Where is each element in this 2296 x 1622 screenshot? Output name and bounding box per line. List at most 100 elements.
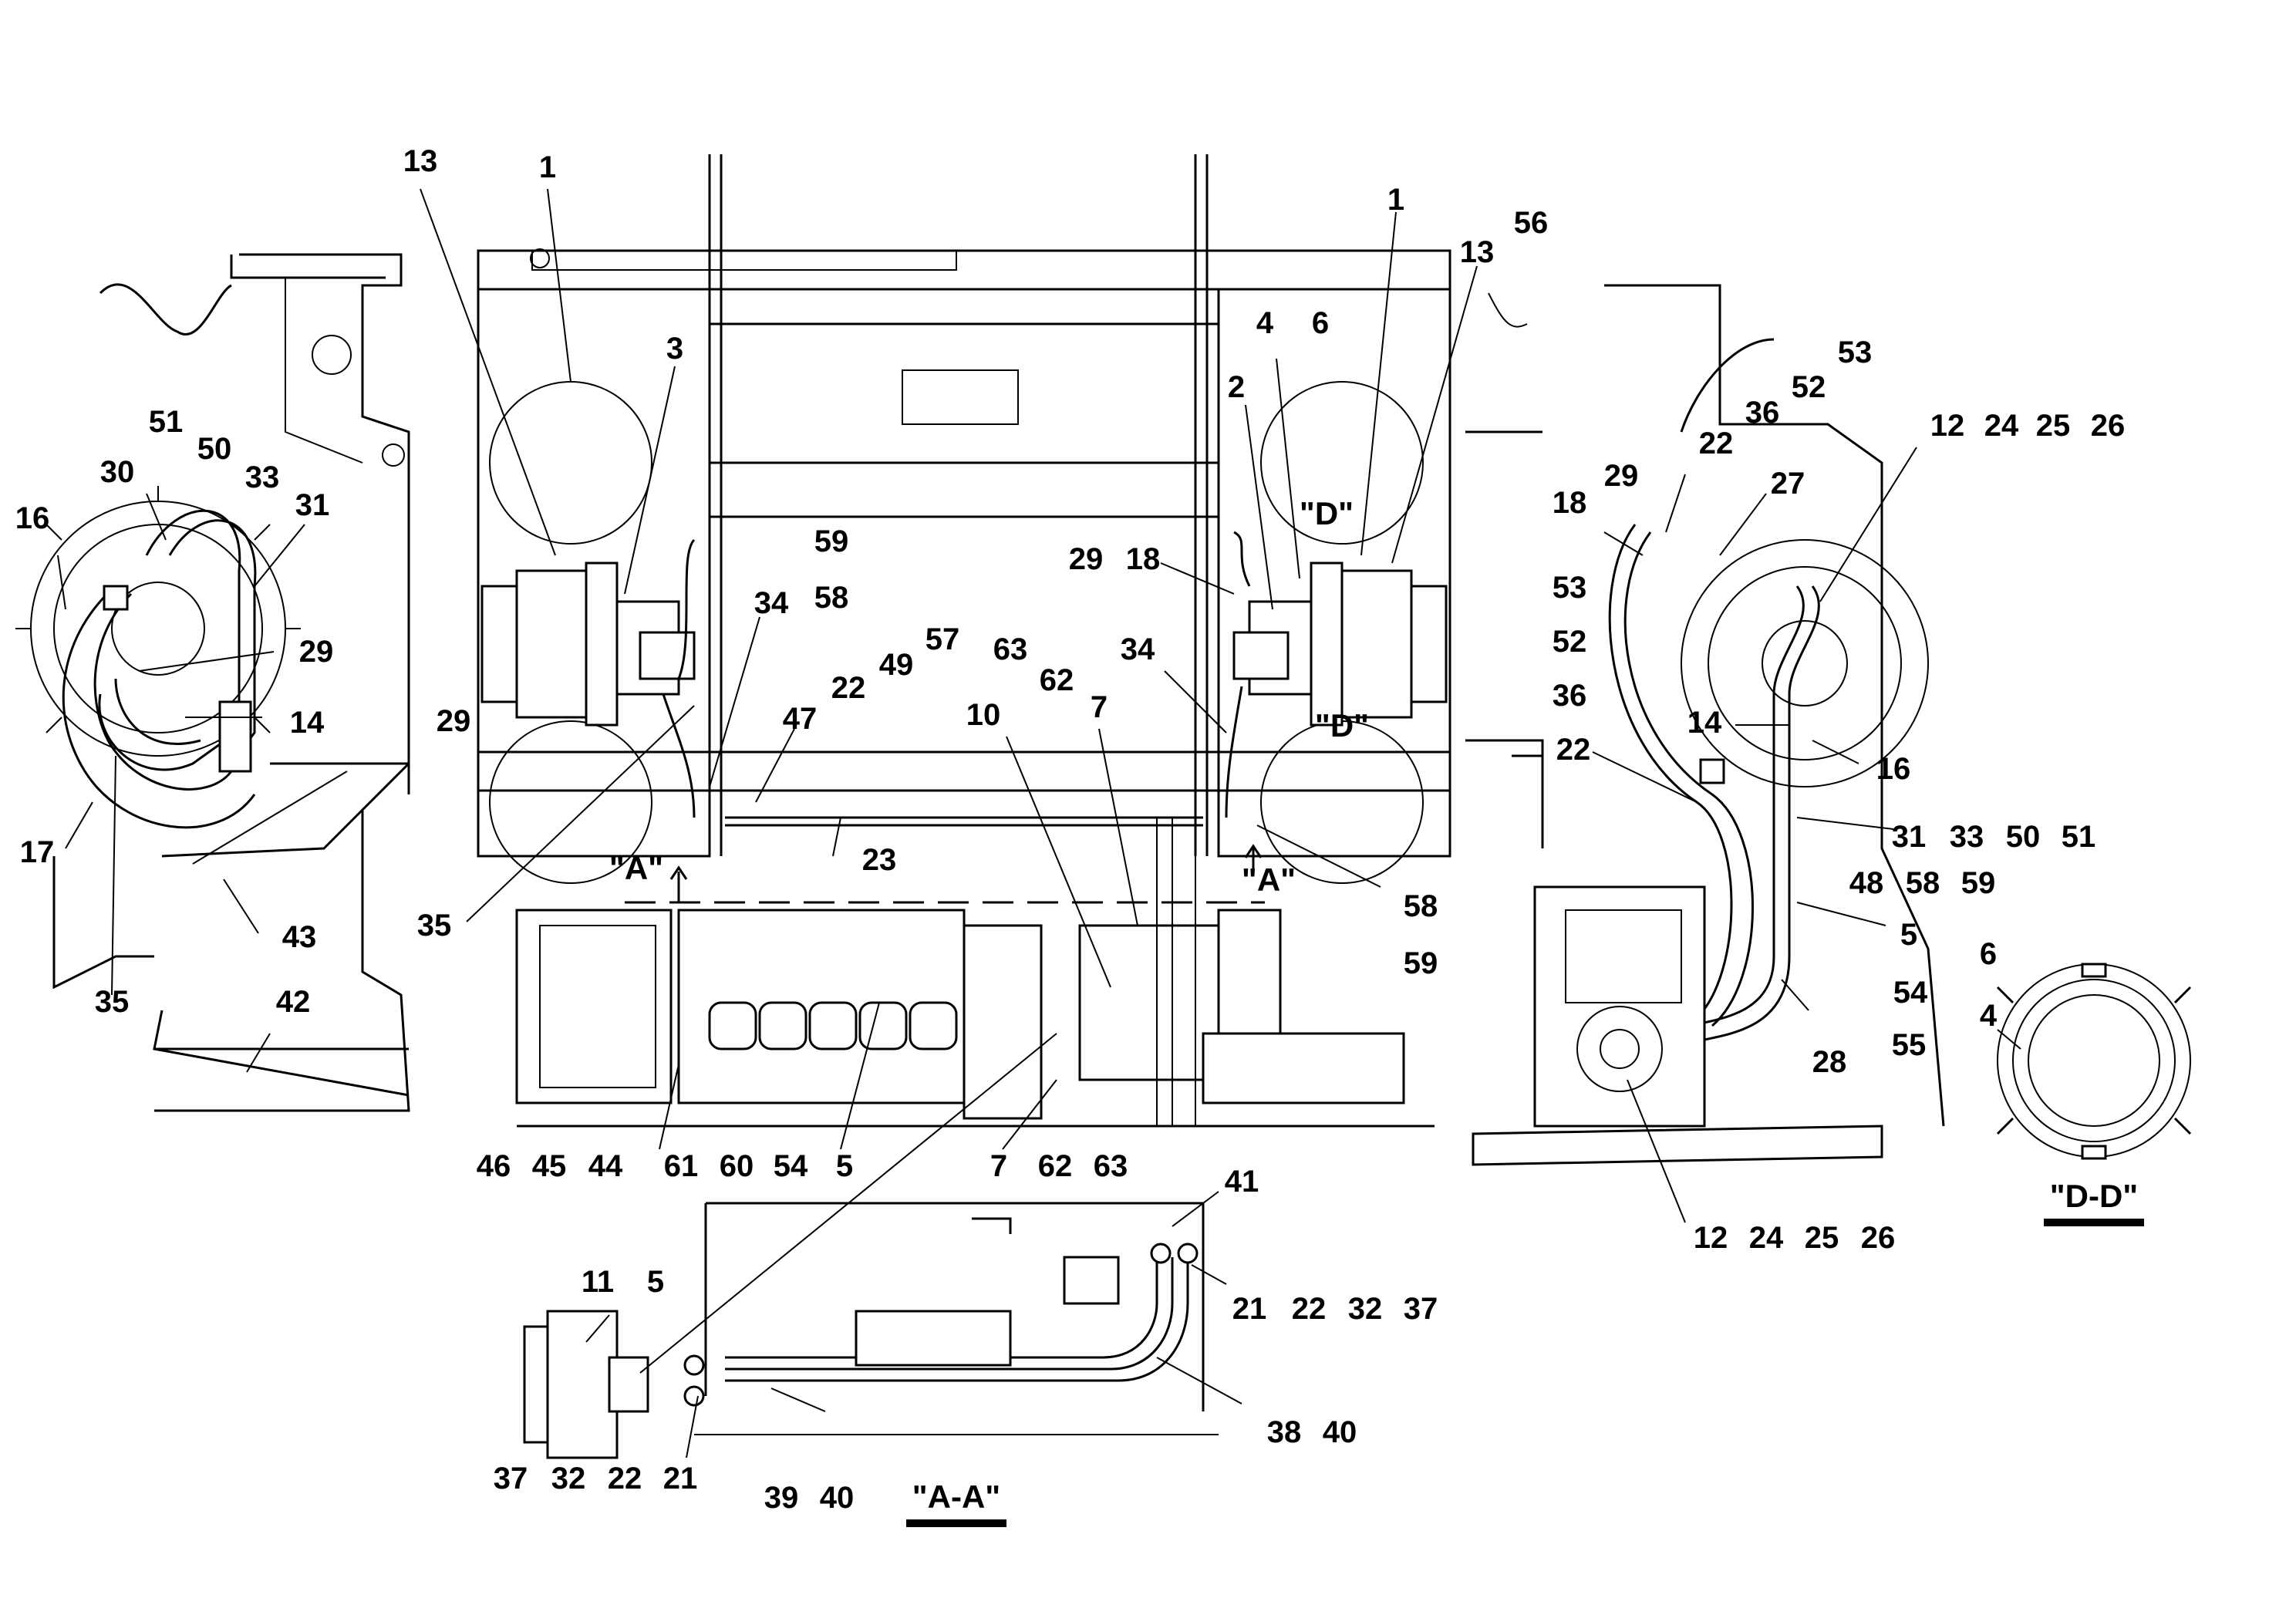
right-pump — [1533, 885, 1706, 1128]
callout: 59 — [1961, 866, 1996, 900]
callout: 54 — [1893, 976, 1928, 1010]
callout: 47 — [783, 702, 818, 736]
callout: 40 — [1323, 1415, 1357, 1449]
callout: 7 — [1091, 690, 1108, 724]
callout: 34 — [754, 586, 789, 620]
callout: 5 — [1900, 918, 1917, 952]
detail-11 — [523, 1310, 649, 1459]
callout: 31 — [1892, 820, 1927, 854]
engine — [515, 818, 1435, 1128]
callout: 61 — [664, 1149, 699, 1183]
callout: 59 — [1404, 946, 1438, 980]
callout: 29 — [1069, 542, 1104, 576]
callout: 37 — [494, 1462, 528, 1496]
section-d-d-underline — [2044, 1219, 2144, 1226]
right-wheel-motor — [1232, 561, 1448, 727]
callout: 56 — [1514, 206, 1549, 240]
callout: 21 — [1232, 1292, 1267, 1326]
callout: 3 — [666, 332, 683, 366]
leader-lines — [57, 188, 2021, 1458]
callout: 12 — [1930, 409, 1965, 443]
callout: 18 — [1126, 542, 1161, 576]
center-front-view — [477, 154, 1451, 1128]
callout: 30 — [100, 455, 135, 489]
callout: 33 — [1950, 820, 1984, 854]
section-labels: "A-A" "D-D" "A" "A" "D" "D" — [609, 495, 2144, 1527]
callout: 22 — [1556, 733, 1591, 767]
callout: 49 — [879, 648, 914, 682]
callout: 5 — [836, 1149, 853, 1183]
callout: 43 — [282, 920, 317, 954]
callout: 29 — [299, 635, 334, 669]
callout: 53 — [1838, 336, 1873, 369]
callout: 48 — [1849, 866, 1884, 900]
callout: 55 — [1892, 1028, 1927, 1062]
callout: 58 — [1906, 866, 1940, 900]
callout: 62 — [1038, 1149, 1073, 1183]
callout: 27 — [1771, 467, 1805, 501]
callout: 63 — [1094, 1149, 1128, 1183]
left-hub — [15, 486, 301, 757]
right-side-view — [1465, 284, 1945, 1166]
callout: 44 — [588, 1149, 623, 1183]
callout: 1 — [1387, 183, 1404, 217]
view-mark-a-left: "A" — [609, 850, 663, 886]
callout: 33 — [245, 460, 280, 494]
callout: 11 — [582, 1265, 614, 1299]
callout: 21 — [663, 1462, 698, 1496]
callout: 31 — [295, 488, 330, 522]
callout: 17 — [20, 835, 55, 869]
callout: 28 — [1812, 1045, 1847, 1079]
callout: 4 — [1256, 306, 1274, 340]
callout: 14 — [290, 706, 325, 740]
view-mark-d-bottom: "D" — [1315, 707, 1369, 744]
callout: 7 — [990, 1149, 1007, 1183]
callout: 35 — [417, 909, 452, 943]
left-side-view — [15, 253, 410, 1112]
callout: 45 — [532, 1149, 567, 1183]
callout: 36 — [1553, 679, 1587, 713]
callout: 54 — [774, 1149, 808, 1183]
callout: 52 — [1553, 625, 1587, 659]
callout: 13 — [1460, 235, 1495, 269]
callout: 51 — [149, 405, 184, 439]
callout: 59 — [814, 524, 849, 558]
section-a-a-underline — [906, 1519, 1006, 1527]
callout: 60 — [720, 1149, 754, 1183]
callout: 58 — [814, 581, 849, 615]
section-d-d — [1996, 963, 2192, 1160]
callout: 16 — [15, 501, 50, 535]
callout: 36 — [1745, 396, 1780, 430]
section-a-a — [523, 1033, 1219, 1459]
callout: 16 — [1876, 752, 1911, 786]
callout: 37 — [1404, 1292, 1438, 1326]
callout: 50 — [2006, 820, 2041, 854]
callout: 10 — [966, 698, 1001, 732]
callout: 29 — [1604, 459, 1639, 493]
callout: 41 — [1225, 1165, 1259, 1199]
section-a-a-title: "A-A" — [912, 1479, 1000, 1515]
callout: 42 — [276, 985, 311, 1019]
callout: 40 — [820, 1481, 855, 1515]
callout: 39 — [764, 1481, 799, 1515]
callout: 22 — [1292, 1292, 1327, 1326]
section-d-d-title: "D-D" — [2050, 1178, 2138, 1214]
callout: 34 — [1121, 632, 1155, 666]
callout: 46 — [477, 1149, 511, 1183]
callout: 26 — [1861, 1221, 1896, 1255]
callout: 32 — [551, 1462, 586, 1496]
callout: 63 — [993, 632, 1028, 666]
callout: 26 — [2091, 409, 2126, 443]
view-mark-d-top: "D" — [1300, 495, 1354, 531]
callout: 29 — [437, 704, 471, 738]
callout: 22 — [831, 671, 866, 705]
callout: 22 — [608, 1462, 642, 1496]
callout: 25 — [1805, 1221, 1839, 1255]
callout: 53 — [1553, 571, 1587, 605]
callout: 58 — [1404, 889, 1438, 923]
callout: 12 — [1694, 1221, 1728, 1255]
callout: 5 — [647, 1265, 664, 1299]
callout: 24 — [1749, 1221, 1784, 1255]
callout: 18 — [1553, 486, 1587, 520]
callout: 35 — [95, 985, 130, 1019]
